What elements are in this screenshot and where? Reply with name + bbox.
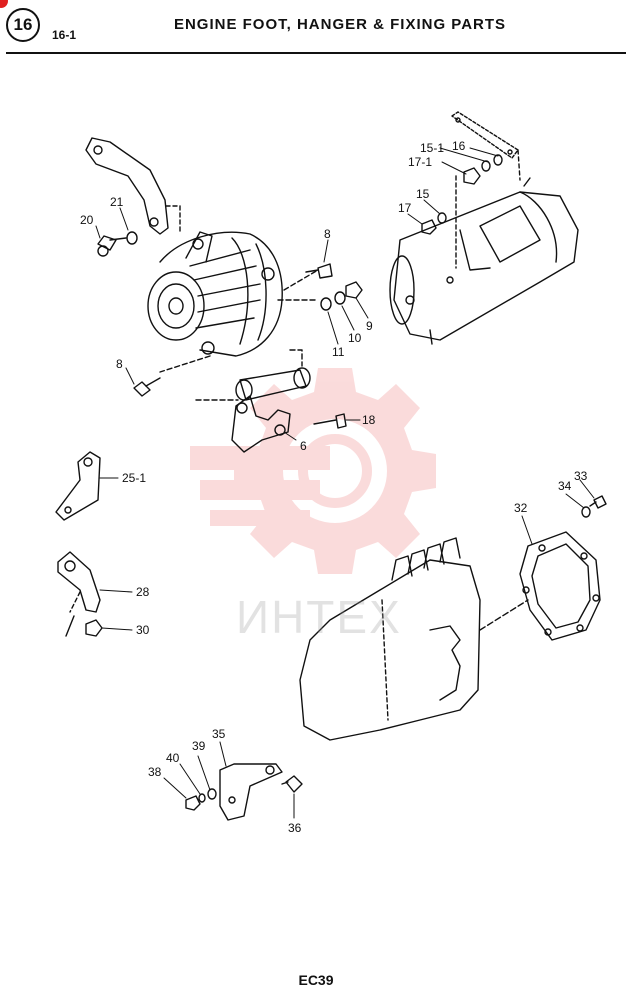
callout-10: 10	[348, 331, 362, 345]
watermark-gear-logo	[190, 368, 436, 574]
washer-11	[320, 297, 332, 311]
callout-34: 34	[558, 479, 572, 493]
callout-8-upper: 8	[324, 227, 331, 241]
bolt-33	[589, 495, 607, 509]
callout-9: 9	[366, 319, 373, 333]
callout-15: 15	[416, 187, 430, 201]
washer-15-1	[481, 160, 491, 172]
callout-11: 11	[332, 345, 345, 359]
page-header: 16 16-1 ENGINE FOOT, HANGER & FIXING PAR…	[0, 0, 632, 56]
alternator-adjust-bracket	[85, 137, 181, 235]
nut-30	[85, 619, 103, 637]
callout-35: 35	[212, 727, 226, 741]
washer-16	[493, 154, 503, 166]
page-title: ENGINE FOOT, HANGER & FIXING PARTS	[173, 16, 507, 33]
nut-34	[581, 506, 591, 518]
callout-28: 28	[136, 585, 150, 599]
corner-marker	[0, 0, 8, 8]
gasket-32	[519, 531, 601, 641]
nut-38	[185, 795, 201, 811]
callout-39: 39	[192, 739, 206, 753]
bolt-18	[313, 413, 347, 429]
nut-17	[421, 219, 437, 235]
starter-motor	[389, 177, 579, 345]
nut-17-1	[463, 167, 481, 185]
bracket-28	[57, 551, 101, 637]
bolt-36	[281, 775, 303, 793]
starter-bracket	[451, 111, 521, 269]
bolt-8-lower	[133, 377, 161, 397]
callout-40: 40	[166, 751, 180, 765]
callout-15-1: 15-1	[420, 141, 444, 155]
page-code: EC39	[298, 972, 334, 988]
callout-21: 21	[110, 195, 124, 209]
header-divider	[6, 52, 626, 54]
callout-33: 33	[574, 469, 588, 483]
washer-15	[437, 212, 447, 224]
callout-labels: 20 21 8 8 9 10 11 15-1 16 17-1 15 17 18 …	[80, 139, 588, 835]
callout-38: 38	[148, 765, 162, 779]
section-number-badge: 16	[6, 8, 40, 42]
callout-30: 30	[136, 623, 150, 637]
callout-36: 36	[288, 821, 302, 835]
washer-10	[334, 291, 346, 305]
washer-40	[198, 793, 206, 803]
callout-17: 17	[398, 201, 412, 215]
nut-9	[345, 281, 363, 299]
subsection-number: 16-1	[52, 28, 77, 42]
bracket-35	[219, 763, 283, 821]
callout-17-1: 17-1	[408, 155, 432, 169]
bolt-20	[97, 235, 127, 257]
callout-32: 32	[514, 501, 528, 515]
bolt-8-upper	[305, 263, 333, 279]
bracket-25-1	[55, 451, 101, 521]
callout-6: 6	[300, 439, 307, 453]
leader-lines	[95, 147, 595, 819]
washer-39	[207, 788, 217, 800]
callout-16: 16	[452, 139, 466, 153]
callout-8-lower: 8	[116, 357, 123, 371]
watermark-text: ИНТЕХ	[236, 591, 402, 643]
callout-25-1: 25-1	[122, 471, 146, 485]
washer-21	[126, 231, 138, 245]
alternator	[147, 231, 319, 373]
injection-pump	[299, 537, 529, 741]
callout-20: 20	[80, 213, 94, 227]
callout-18: 18	[362, 413, 376, 427]
link-bracket-6	[195, 349, 311, 453]
